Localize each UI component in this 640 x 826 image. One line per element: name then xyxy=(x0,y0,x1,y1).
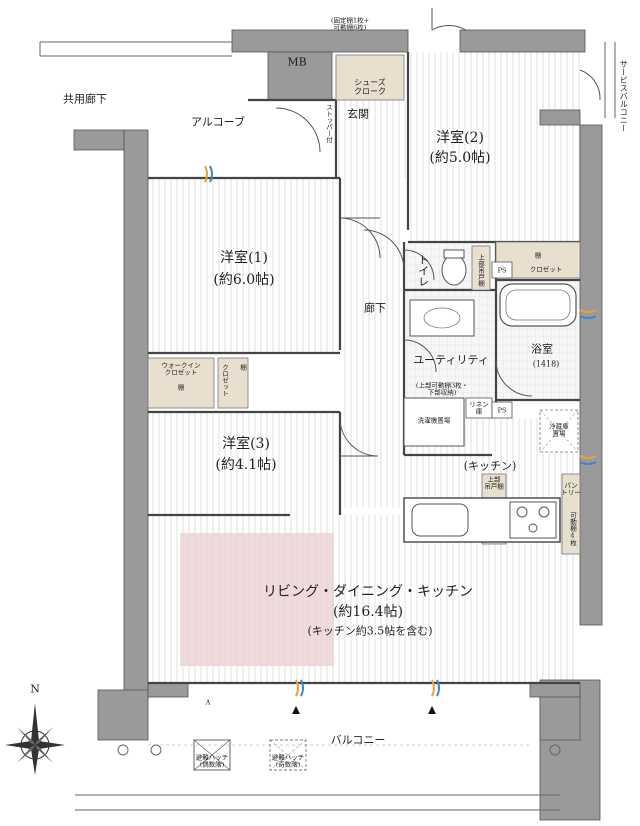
pantry-note: 可動棚4枚 xyxy=(568,512,577,546)
entrance-floor xyxy=(336,100,408,178)
door-bath xyxy=(495,359,533,397)
alcove-floor xyxy=(148,45,248,157)
toilet-shelf-box xyxy=(471,245,491,291)
door-service xyxy=(579,69,601,101)
ldk-size: (約16.4帖) xyxy=(332,603,404,620)
walk-in-shelf-label: 棚 xyxy=(177,383,185,392)
toilet-label: トイレ xyxy=(416,254,430,287)
door-toilet xyxy=(403,249,435,281)
wall-left xyxy=(123,129,149,701)
washer-box xyxy=(403,397,465,447)
closet2-shelf-label: 棚 xyxy=(534,251,542,260)
pantry-label: パン トリー xyxy=(561,481,581,497)
door-utility xyxy=(403,339,437,373)
wall-top-right xyxy=(459,29,586,53)
cooktop xyxy=(509,501,557,539)
vent-1 xyxy=(295,679,299,697)
hallway-label: 廊下 xyxy=(364,301,386,315)
vent-5 xyxy=(579,455,597,459)
kitchen-sink xyxy=(411,503,469,537)
toilet-tank xyxy=(443,249,465,259)
door-alcove xyxy=(275,107,321,153)
burner-3 xyxy=(528,523,538,533)
wall-top xyxy=(231,29,409,53)
ps1-label: PS xyxy=(497,266,507,275)
hallway-floor xyxy=(340,178,404,508)
burner-1 xyxy=(516,506,528,518)
closet3-shelf-label: 棚 xyxy=(238,364,247,371)
door-western2 xyxy=(363,229,405,271)
ps-box-1 xyxy=(491,261,513,279)
entrance-label: 玄関 xyxy=(347,107,369,121)
wall-right xyxy=(579,124,603,626)
compass-icon xyxy=(5,703,65,775)
dining-rug xyxy=(180,533,334,666)
pantry-box xyxy=(561,473,581,555)
bath-size: (1418) xyxy=(532,359,560,369)
bath-name: 浴室 xyxy=(531,342,553,356)
shelves-note: (固定棚1枚+ 可動棚6枚) xyxy=(330,16,370,32)
door-western3 xyxy=(339,417,379,457)
western3-size: (約4.1帖) xyxy=(215,456,277,473)
vent-2 xyxy=(431,679,435,697)
toilet-shelf-label: 上部吊戸棚 xyxy=(476,254,485,287)
compass-north-label: N xyxy=(30,682,40,696)
marker-a: A xyxy=(205,698,211,707)
western2-name: 洋室(2) xyxy=(436,129,484,146)
western3-floor xyxy=(148,412,340,515)
vent-4 xyxy=(579,309,597,313)
closet2-label: クロゼット xyxy=(529,265,563,274)
fridge-label: 冷蔵庫 置場 xyxy=(549,422,569,438)
wall-mb xyxy=(267,51,333,101)
western1-floor xyxy=(148,178,340,353)
ldk-note: (キッチン約3.5帖を含む) xyxy=(307,624,433,638)
burner-2 xyxy=(538,506,550,518)
walk-in-closet-label: ウォークイン クロゼット xyxy=(161,361,201,377)
kitchen-label: (キッチン) xyxy=(463,459,517,473)
closet3-box xyxy=(217,357,249,409)
ldk-name: リビング・ダイニング・キッチン xyxy=(263,583,473,600)
ps2-label: PS xyxy=(497,406,507,415)
western2-size: (約5.0帖) xyxy=(429,149,491,166)
wall-right-bottom xyxy=(539,689,581,741)
vent-3 xyxy=(204,165,208,183)
ps-box-2 xyxy=(491,401,513,419)
basin-sink xyxy=(423,307,461,329)
column-service xyxy=(539,109,581,126)
wall-left-lower xyxy=(97,689,149,741)
walk-in-closet-box xyxy=(147,357,215,409)
western1-name: 洋室(1) xyxy=(220,249,268,266)
bathtub-inner xyxy=(505,289,571,321)
utility-label: ユーティリティ xyxy=(413,353,489,367)
wall-bottom xyxy=(147,682,189,698)
closet3-label: クロゼット xyxy=(220,364,229,397)
hatch-odd-box xyxy=(269,739,307,771)
washer-label: 洗濯機置場 xyxy=(417,416,451,425)
wall-bottom-right xyxy=(529,682,581,698)
entry-arrow-1 xyxy=(292,706,300,714)
shoes-closet-label: シューズ クローク xyxy=(354,77,386,96)
western1-size: (約6.0帖) xyxy=(213,271,275,288)
alcove-label: アルコーブ xyxy=(190,115,246,129)
western2-floor xyxy=(408,52,580,242)
door-entrance xyxy=(431,24,467,31)
upper-cabinet-label: 上部 吊戸棚 xyxy=(484,475,504,491)
entry-arrow-2 xyxy=(428,706,436,714)
service-balcony-label: サービスバルコニー xyxy=(619,60,629,132)
western3-name: 洋室(3) xyxy=(222,435,270,452)
mb-label: MB xyxy=(287,55,307,69)
stopper-label: ストッパー付 xyxy=(324,104,333,143)
wall-alcove-left xyxy=(73,129,125,151)
hatch-odd-label: 避難ハッチ (奇数階) xyxy=(271,753,305,769)
upper-shelf-note: (上部可動棚3枚・ 下部収納) xyxy=(415,381,469,397)
linen-label: リネン 庫 xyxy=(469,400,489,416)
shoes-closet-box xyxy=(335,54,405,101)
hatch-even-label: 避難ハッチ (偶数階) xyxy=(195,753,229,769)
toilet-bowl xyxy=(441,254,467,286)
hatch-even-box xyxy=(193,739,231,771)
balcony-label: バルコニー xyxy=(330,733,386,747)
common-corridor-label: 共用廊下 xyxy=(63,92,107,106)
